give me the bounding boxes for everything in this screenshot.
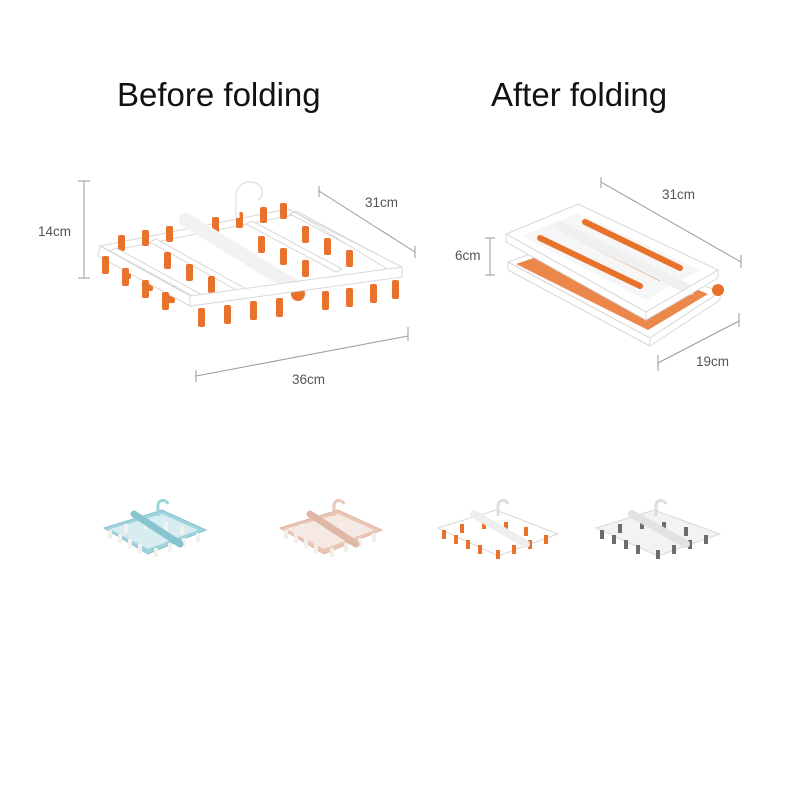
color-variant-blue <box>102 499 208 557</box>
before-depth-label: 31cm <box>365 195 399 210</box>
hanger-unfolded <box>97 178 404 327</box>
before-height-label: 14cm <box>38 224 72 239</box>
after-width-label: 31cm <box>662 187 696 202</box>
color-variant-gray <box>594 499 722 559</box>
before-width-label: 36cm <box>292 372 326 387</box>
heading-before-folding: Before folding <box>117 76 321 113</box>
color-variant-orange <box>436 499 560 559</box>
before-dimension-lines <box>78 180 416 382</box>
after-height-label: 6cm <box>455 248 481 263</box>
color-variant-pink <box>278 499 384 557</box>
heading-after-folding: After folding <box>491 76 668 113</box>
hanger-folded <box>504 203 724 347</box>
after-depth-label: 19cm <box>696 354 730 369</box>
after-dimension-lines <box>485 177 742 371</box>
